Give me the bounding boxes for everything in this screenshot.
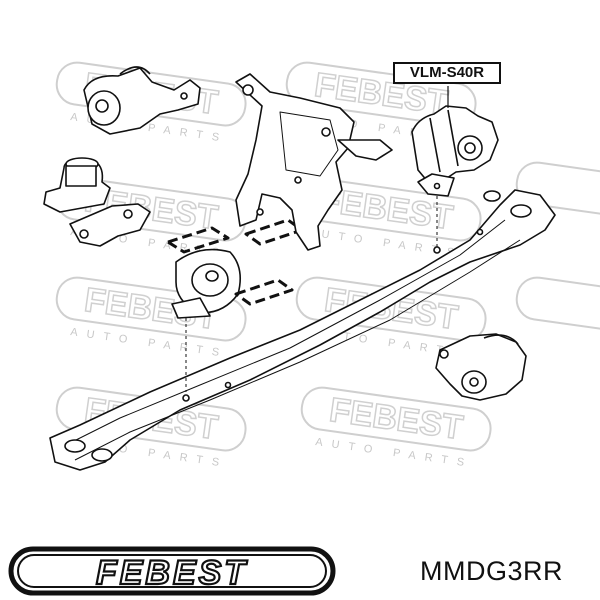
crossmember-illustration — [49, 189, 556, 471]
mount-hole — [510, 204, 532, 218]
watermark-plate — [515, 161, 600, 217]
febest-logo-text: FEBEST — [96, 554, 248, 592]
bolt-hole — [182, 394, 190, 402]
center-mount-illustration — [171, 248, 241, 392]
part-callout-label: VLM-S40R — [393, 62, 501, 84]
bolt-hole — [476, 228, 484, 236]
engine-mount-left-illustration — [43, 157, 151, 247]
engine-mount-top-left-illustration — [83, 66, 201, 135]
part-number: MMDG3RR — [420, 556, 563, 586]
mount-hole — [483, 190, 501, 202]
febest-logo: FEBEST — [8, 546, 336, 596]
engine-mount-right-illustration — [435, 333, 527, 401]
watermark-plate — [515, 276, 600, 332]
transmission-bracket-illustration — [235, 73, 393, 251]
mount-hole — [64, 439, 86, 453]
bolt-hole — [224, 381, 232, 389]
mount-hole — [91, 448, 113, 462]
vlm-mount-illustration — [411, 86, 499, 248]
bolt-hole — [433, 246, 441, 254]
